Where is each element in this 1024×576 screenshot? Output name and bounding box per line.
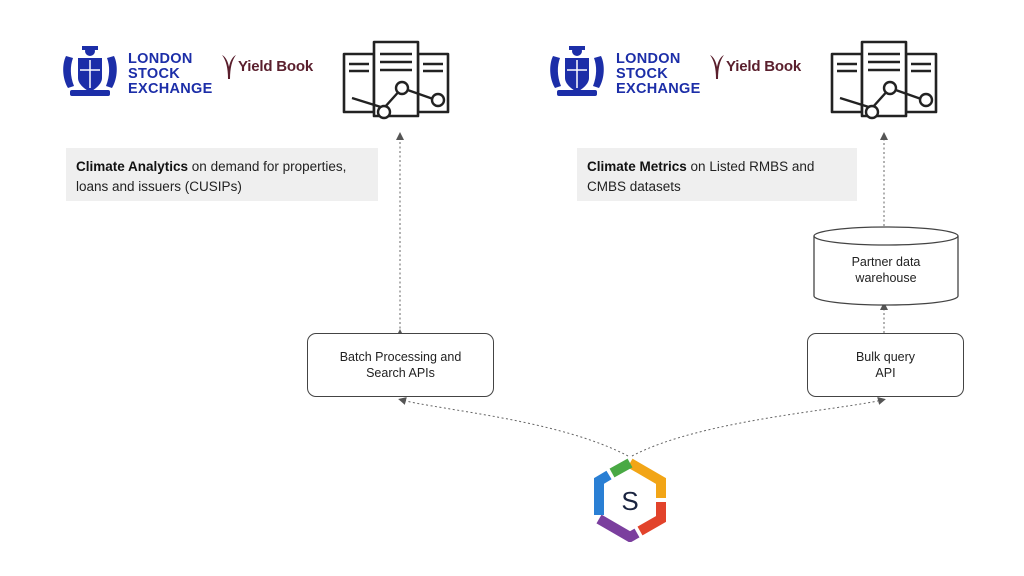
batch-processing-label: Batch Processing and Search APIs: [339, 350, 462, 380]
lse-line-2: STOCK: [616, 66, 668, 82]
arrow-source-to-batch: [398, 397, 629, 457]
lse-line-1: LONDON: [616, 51, 681, 67]
desc-body: on demand for properties, loans and issu…: [76, 159, 347, 194]
climate-analytics-description: Climate Analytics on demand for properti…: [66, 148, 378, 201]
lse-line-1: LONDON: [128, 51, 193, 67]
desc-bold-title: Climate Metrics: [587, 159, 687, 174]
lse-line-2: STOCK: [128, 66, 180, 82]
lse-line-3: EXCHANGE: [128, 81, 213, 97]
lse-line-3: EXCHANGE: [616, 81, 701, 97]
lse-crest-icon: [550, 46, 604, 96]
lse-crest-icon: [63, 46, 117, 96]
partner-data-warehouse-label: Partner data warehouse: [812, 254, 960, 286]
server-cluster-icon: [342, 40, 450, 120]
desc-body: on Listed RMBS and CMBS datasets: [587, 159, 815, 194]
lse-wordmark: LONDON STOCK EXCHANGE: [128, 52, 213, 97]
climate-metrics-description: Climate Metrics on Listed RMBS and CMBS …: [577, 148, 857, 201]
lse-wordmark: LONDON STOCK EXCHANGE: [616, 52, 701, 97]
bulk-query-api-box: Bulk query API: [807, 333, 964, 397]
server-cluster-icon: [830, 40, 938, 120]
yield-book-logo: Yield Book: [238, 58, 313, 75]
yield-book-mark-icon: [710, 55, 724, 79]
warehouse-text: Partner data warehouse: [851, 255, 921, 285]
arrow-source-to-bulk: [631, 397, 886, 457]
batch-processing-api-box: Batch Processing and Search APIs: [307, 333, 494, 397]
source-letter: S: [621, 486, 638, 516]
yield-book-logo: Yield Book: [726, 58, 801, 75]
desc-bold-title: Climate Analytics: [76, 159, 189, 174]
database-cylinder-icon: [813, 226, 959, 306]
yield-book-mark-icon: [222, 55, 236, 79]
source-hexagon-logo-icon: S: [594, 458, 666, 542]
bulk-query-label: Bulk query API: [855, 350, 916, 380]
